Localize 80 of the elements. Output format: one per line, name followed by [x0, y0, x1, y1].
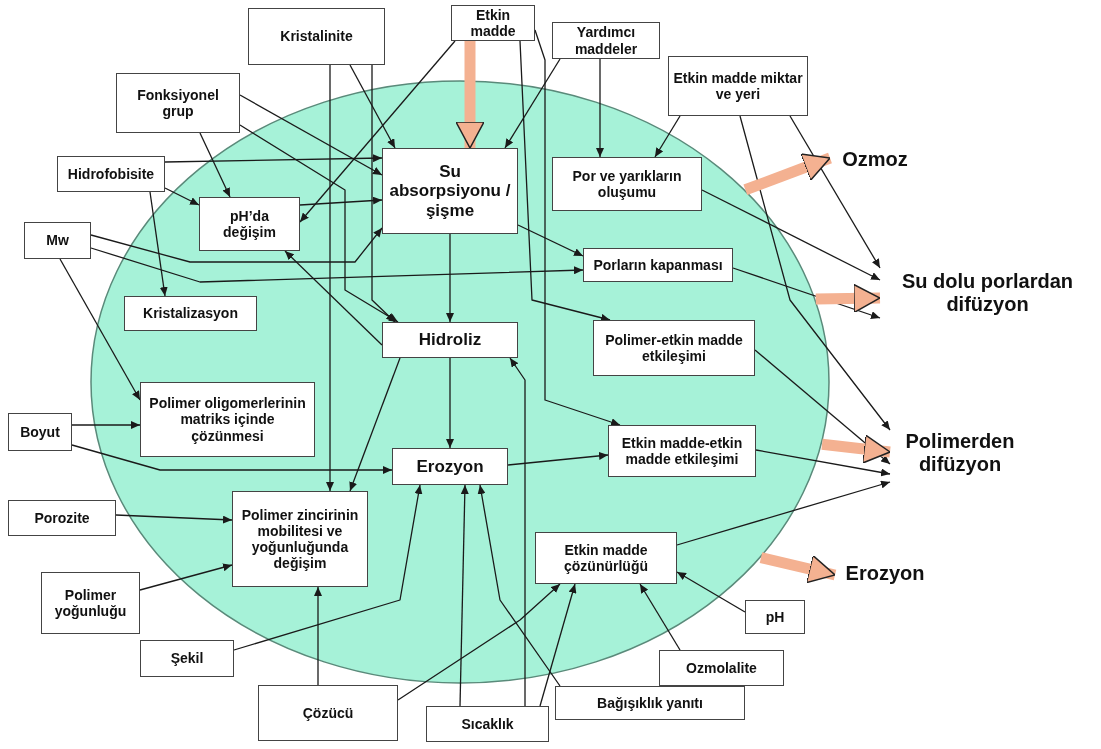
- arrow: [299, 196, 383, 206]
- process-box: Sıcaklık: [426, 706, 549, 742]
- arrow: [509, 357, 526, 707]
- arrow: [59, 258, 141, 401]
- arrow: [739, 115, 891, 431]
- arrow: [789, 115, 881, 269]
- arrow: [477, 484, 561, 687]
- arrow: [164, 154, 383, 163]
- arrow: [233, 484, 423, 651]
- arrow: [701, 189, 881, 281]
- process-box: Porozite: [8, 500, 116, 536]
- process-box: Çözücü: [258, 685, 398, 741]
- arrow: [299, 40, 456, 223]
- block-arrow: [815, 283, 881, 314]
- outcome-label: Ozmoz: [830, 143, 920, 175]
- process-box: Etkin madde miktar ve yeri: [668, 56, 808, 116]
- process-box: Kristalizasyon: [124, 296, 257, 331]
- arrow: [90, 247, 584, 283]
- arrow: [164, 187, 200, 206]
- process-box: Fonksiyonel grup: [116, 73, 240, 133]
- process-box: Ozmolalite: [659, 650, 784, 686]
- process-box: Kristalinite: [248, 8, 385, 65]
- outcome-label: Erozyon: [835, 556, 935, 590]
- arrow: [755, 449, 891, 477]
- outcome-label: Polimerden difüzyon: [890, 422, 1030, 484]
- arrow: [459, 484, 469, 707]
- arrow: [314, 586, 322, 686]
- block-arrow: [759, 552, 837, 584]
- arrow: [115, 514, 233, 524]
- process-box: Porların kapanması: [583, 248, 733, 282]
- arrow: [517, 224, 584, 257]
- arrow: [539, 583, 577, 707]
- process-box: Mw: [24, 222, 91, 259]
- process-box: Polimer-etkin madde etkileşimi: [593, 320, 755, 376]
- process-box: Etkin madde-etkin madde etkileşimi: [608, 425, 756, 477]
- arrow: [71, 444, 393, 474]
- arrow: [397, 583, 561, 701]
- block-arrow: [743, 152, 832, 195]
- process-box: Etkin madde: [451, 5, 535, 41]
- process-box: Polimer zincirinin mobilitesi ve yoğunluğunda değişim: [232, 491, 368, 587]
- process-box: pH: [745, 600, 805, 634]
- arrow: [507, 451, 609, 466]
- arrow: [676, 480, 891, 546]
- arrow: [654, 115, 681, 158]
- arrow: [504, 58, 561, 149]
- process-box: Su absorpsiyonu /şişme: [382, 148, 518, 234]
- arrow: [596, 58, 604, 158]
- process-box: Boyut: [8, 413, 72, 451]
- process-box: Hidrofobisite: [57, 156, 165, 192]
- arrow: [534, 29, 621, 426]
- process-box: Hidroliz: [382, 322, 518, 358]
- arrow: [676, 571, 746, 613]
- process-box: Şekil: [140, 640, 234, 677]
- arrow: [239, 94, 383, 176]
- block-arrow: [455, 41, 485, 149]
- arrow: [149, 191, 168, 297]
- arrow: [446, 233, 454, 323]
- process-box: Polimer oligomerlerinin matriks içinde çözünmesi: [140, 382, 315, 457]
- arrow: [326, 64, 334, 492]
- arrow: [349, 64, 396, 149]
- arrow: [71, 421, 141, 429]
- outcome-label: Su dolu porlardan difüzyon: [880, 262, 1095, 324]
- arrow: [639, 583, 681, 651]
- process-box: Erozyon: [392, 448, 508, 485]
- process-box: pH’da değişim: [199, 197, 300, 251]
- arrow: [519, 40, 611, 322]
- arrow: [284, 250, 383, 346]
- arrow: [754, 349, 891, 465]
- arrow: [239, 124, 399, 323]
- arrow: [199, 132, 231, 198]
- arrow: [90, 227, 383, 263]
- process-box: Etkin madde çözünürlüğü: [535, 532, 677, 584]
- process-box: Bağışıklık yanıtı: [555, 686, 745, 720]
- arrow: [446, 357, 454, 449]
- process-box: Por ve yarıkların oluşumu: [552, 157, 702, 211]
- process-box: Polimer yoğunluğu: [41, 572, 140, 634]
- process-box: Yardımcı maddeler: [552, 22, 660, 59]
- arrow: [139, 563, 233, 591]
- block-arrow: [821, 434, 891, 464]
- arrow: [349, 357, 401, 492]
